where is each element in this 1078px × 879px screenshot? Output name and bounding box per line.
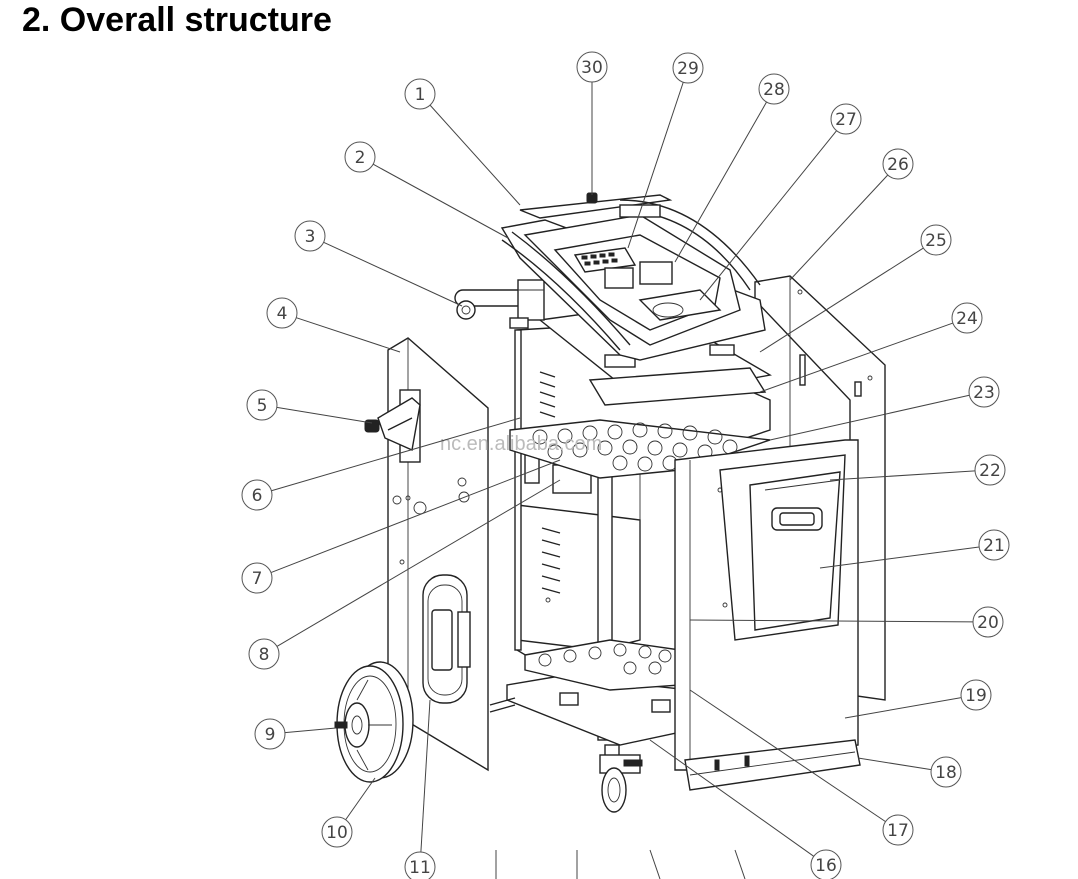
callout-circle-27 — [830, 103, 862, 135]
callout-circle-9 — [254, 718, 286, 750]
upper-vents — [539, 371, 556, 418]
lower-vents — [541, 527, 561, 594]
leader-line-24 — [759, 322, 954, 393]
callout-circle-16 — [810, 849, 842, 879]
keypad — [573, 247, 637, 273]
callout-circle-5 — [246, 389, 278, 421]
leader-line-1 — [429, 104, 521, 206]
leader-line-8 — [276, 479, 561, 647]
rear-handle — [454, 289, 526, 320]
callout-label-11: 11 — [409, 858, 431, 878]
leader-line-7 — [270, 459, 561, 574]
callout-circle-25 — [920, 224, 952, 256]
callout-circle-8 — [248, 638, 280, 670]
callout-label-18: 18 — [935, 763, 957, 783]
callout-label-20: 20 — [977, 613, 999, 633]
top-bracket — [509, 279, 545, 329]
callout-label-5: 5 — [257, 396, 268, 416]
base-bracket — [684, 739, 861, 791]
callout-label-28: 28 — [763, 80, 785, 100]
callout-label-22: 22 — [979, 461, 1001, 481]
callout-label-17: 17 — [887, 821, 909, 841]
callout-label-7: 7 — [252, 569, 263, 589]
callout-circle-19 — [960, 679, 992, 711]
callout-circle-3 — [294, 220, 326, 252]
callout-label-25: 25 — [925, 231, 947, 251]
callout-label-24: 24 — [956, 309, 978, 329]
callout-label-19: 19 — [965, 686, 987, 706]
callout-circle-6 — [241, 479, 273, 511]
leader-line-cut-4 — [734, 849, 746, 879]
callout-circle-1 — [404, 78, 436, 110]
callout-circle-20 — [972, 606, 1004, 638]
callout-circle-18 — [930, 756, 962, 788]
leader-line-4 — [296, 317, 401, 353]
callout-circle-11 — [404, 851, 436, 879]
callout-circle-26 — [882, 148, 914, 180]
leader-line-17 — [689, 689, 886, 823]
leader-line-16 — [649, 739, 815, 857]
front-door — [674, 439, 859, 771]
hose-hook — [364, 397, 421, 452]
callout-circle-24 — [951, 302, 983, 334]
callout-label-30: 30 — [581, 58, 603, 78]
leader-line-20 — [689, 619, 974, 623]
leader-line-29 — [627, 82, 684, 249]
page-title: 2. Overall structure — [22, 1, 332, 39]
callout-label-10: 10 — [326, 823, 348, 843]
callout-label-23: 23 — [973, 383, 995, 403]
callout-label-26: 26 — [887, 155, 909, 175]
leader-line-3 — [323, 241, 463, 307]
leader-line-10 — [345, 777, 376, 821]
leader-line-6 — [271, 417, 521, 492]
big-wheel — [334, 661, 414, 783]
leader-line-28 — [674, 101, 767, 263]
callout-circle-17 — [882, 814, 914, 846]
callout-label-4: 4 — [277, 304, 288, 324]
callout-label-16: 16 — [815, 856, 837, 876]
leader-line-26 — [789, 174, 889, 281]
callout-label-6: 6 — [252, 486, 263, 506]
leader-line-21 — [819, 546, 980, 569]
top-cover — [500, 192, 766, 361]
callout-circle-30 — [576, 51, 608, 83]
callout-label-21: 21 — [983, 536, 1005, 556]
callout-circle-4 — [266, 297, 298, 329]
caster-wheel — [599, 744, 643, 813]
leader-line-2 — [372, 163, 509, 239]
callout-circle-29 — [672, 52, 704, 84]
leader-line-22 — [829, 470, 976, 481]
bottom-shelf — [489, 639, 691, 746]
leader-line-23 — [769, 394, 970, 441]
callout-label-2: 2 — [355, 148, 366, 168]
leader-line-5 — [276, 406, 373, 424]
callout-circle-23 — [968, 376, 1000, 408]
callout-circle-2 — [344, 141, 376, 173]
callout-label-1: 1 — [415, 85, 426, 105]
machine-drawing: nc.en.alibaba.com — [334, 192, 886, 813]
callout-circle-7 — [241, 562, 273, 594]
callout-label-3: 3 — [305, 227, 316, 247]
watermark-text: nc.en.alibaba.com — [440, 433, 602, 455]
leader-line-25 — [759, 247, 924, 353]
callout-circle-28 — [758, 73, 790, 105]
callout-label-9: 9 — [265, 725, 276, 745]
callout-circle-22 — [974, 454, 1006, 486]
leader-line-11 — [420, 699, 431, 853]
callout-circle-10 — [321, 816, 353, 848]
leader-line-27 — [699, 130, 837, 301]
leader-line-19 — [844, 697, 962, 719]
leader-line-9 — [284, 727, 337, 734]
callout-label-27: 27 — [835, 110, 857, 130]
leader-line-cut-3 — [649, 849, 661, 879]
callout-label-29: 29 — [677, 59, 699, 79]
callout-label-8: 8 — [259, 645, 270, 665]
leader-line-18 — [857, 757, 932, 771]
callout-circle-21 — [978, 529, 1010, 561]
